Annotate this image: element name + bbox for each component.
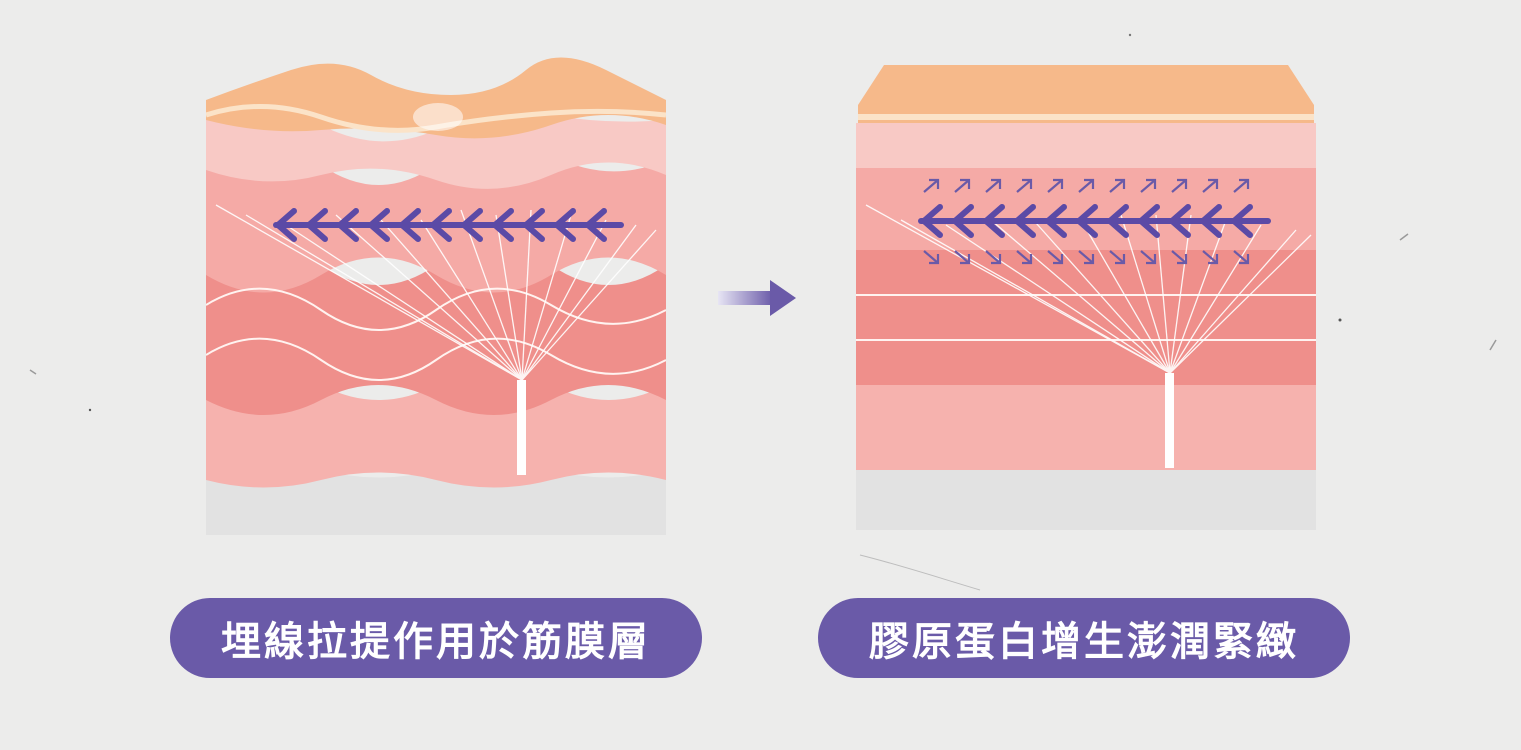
collagen-down-arrow: [1233, 250, 1250, 265]
caption-after-text: 膠原蛋白增生澎潤緊緻: [869, 619, 1299, 665]
thread-barb: [1074, 204, 1098, 238]
caption-after: 膠原蛋白增生澎潤緊緻: [818, 598, 1350, 678]
right-arrow-icon: [718, 280, 796, 316]
thread-barb: [459, 208, 483, 242]
fiber-fan: [215, 204, 657, 381]
caption-before-text: 埋線拉提作用於筋膜層: [221, 619, 651, 665]
epidermis-layer: [858, 65, 1314, 123]
thread-barb: [490, 208, 514, 242]
fascia-layer: [206, 245, 666, 415]
collagen-down-arrow: [985, 250, 1002, 265]
thread-barb: [428, 208, 452, 242]
fiber-fan: [865, 204, 1312, 374]
thread-barb: [335, 208, 359, 242]
collagen-up-arrow: [1202, 178, 1219, 193]
hair-follicle: [517, 380, 526, 475]
collagen-up-arrow: [1171, 178, 1188, 193]
collagen-down-arrow: [923, 250, 940, 265]
collagen-down-arrow: [1016, 250, 1033, 265]
hair-follicle: [1165, 373, 1174, 468]
thread-barb: [950, 204, 974, 238]
skin-diagram-after: [856, 55, 1316, 535]
thread-barb: [1198, 204, 1222, 238]
thread-barb: [1167, 204, 1191, 238]
thread-barb: [397, 208, 421, 242]
thread-with-barbs: [918, 204, 1271, 238]
thread-barb: [583, 208, 607, 242]
collagen-up-arrow: [1016, 178, 1033, 193]
thread-barb: [304, 208, 328, 242]
collagen-down-arrow: [1202, 250, 1219, 265]
thread-barb: [919, 204, 943, 238]
subcutis-layer: [206, 462, 666, 535]
collagen-up-arrow: [954, 178, 971, 193]
thread-barb: [366, 208, 390, 242]
thread-barb: [981, 204, 1005, 238]
thread-barb: [1229, 204, 1253, 238]
thread-barb: [1136, 204, 1160, 238]
collagen-up-arrow: [1233, 178, 1250, 193]
collagen-down-arrow: [1171, 250, 1188, 265]
thread-with-barbs: [273, 208, 624, 242]
collagen-down-arrow: [954, 250, 971, 265]
thread-barb: [273, 208, 297, 242]
thread-barb: [1105, 204, 1129, 238]
collagen-up-arrows: [923, 178, 1250, 193]
collagen-up-arrow: [1109, 178, 1126, 193]
collagen-down-arrow: [1047, 250, 1064, 265]
thread-barb: [521, 208, 545, 242]
collagen-down-arrows: [923, 250, 1250, 265]
collagen-down-arrow: [1109, 250, 1126, 265]
thread-barb: [552, 208, 576, 242]
collagen-up-arrow: [1047, 178, 1064, 193]
collagen-up-arrow: [1140, 178, 1157, 193]
collagen-down-arrow: [1140, 250, 1157, 265]
subcutis-layer: [856, 460, 1316, 530]
collagen-up-arrow: [1078, 178, 1095, 193]
collagen-down-arrow: [1078, 250, 1095, 265]
collagen-up-arrow: [923, 178, 940, 193]
skin-diagram-before: [206, 55, 666, 535]
thread-barb: [1012, 204, 1036, 238]
thread-barb: [1043, 204, 1067, 238]
caption-before: 埋線拉提作用於筋膜層: [170, 598, 702, 678]
collagen-up-arrow: [985, 178, 1002, 193]
